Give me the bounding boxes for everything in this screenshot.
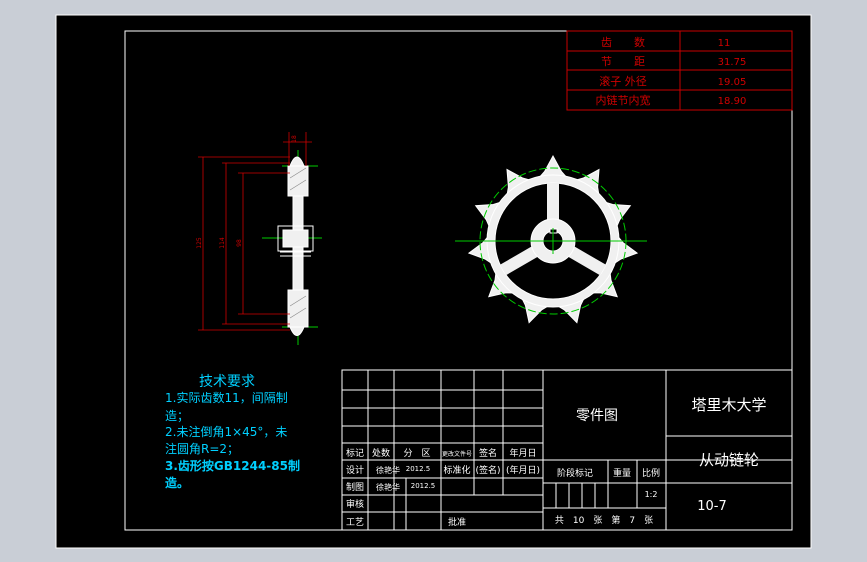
weight-label: 重量 (613, 467, 631, 479)
design-name: 徐艳华 (376, 465, 400, 475)
draw-date: 2012.5 (411, 482, 436, 490)
rev-col-count: 处数 (372, 447, 390, 459)
side-view-dimensions: 18 125 114 98 (196, 132, 312, 331)
part-drawing-label: 零件图 (576, 408, 618, 424)
note-1-line-1: 1.实际齿数11，间隔制 (165, 390, 288, 405)
note-3-line-1: 3.齿形按GB1244-85制 (165, 458, 300, 473)
rev-col-zone: 分 区 (403, 448, 430, 459)
note-3-line-2: 造。 (165, 475, 189, 490)
design-date: 2012.5 (406, 465, 431, 473)
standard-label: 标准化 (443, 464, 470, 476)
dimension-outer-diameter: 125 (196, 237, 203, 249)
param-label-teeth: 齿 数 (601, 36, 645, 49)
technical-notes: 技术要求 1.实际齿数11，间隔制 造； 2.未注倒角1×45°，未 注圆角R=… (165, 374, 300, 490)
param-value-teeth: 11 (718, 38, 731, 49)
parameter-table: 齿 数 11 节 距 31.75 滚子 外径 19.05 内链节内宽 18.90 (566, 30, 793, 111)
side-view (262, 150, 322, 345)
dimension-width: 18 (291, 135, 298, 143)
param-label-pitch: 节 距 (601, 55, 645, 68)
university-name: 塔里木大学 (691, 396, 766, 414)
scale-label: 比例 (642, 467, 660, 479)
note-2-line-1: 2.未注倒角1×45°，未 (165, 424, 287, 439)
note-2-line-2: 注圆角R=2； (165, 441, 239, 456)
notes-title: 技术要求 (199, 374, 255, 390)
scale-value: 1:2 (645, 490, 658, 499)
part-name: 从动链轮 (699, 451, 759, 469)
rev-col-date: 年月日 (509, 447, 536, 459)
stage-label: 阶段标记 (557, 467, 593, 479)
drawing-number: 10-7 (697, 499, 727, 514)
note-1-line-2: 造； (165, 409, 189, 423)
design-label: 设计 (346, 464, 364, 476)
dimension-pitch-diameter: 114 (219, 237, 226, 249)
rev-col-change-doc: 更改文件号 (442, 450, 472, 458)
param-value-inner-width: 18.90 (718, 96, 747, 107)
front-view (455, 154, 647, 324)
dimension-root-diameter: 98 (236, 239, 243, 247)
rev-col-sign: 签名 (479, 447, 497, 459)
draw-name: 徐艳华 (376, 482, 400, 492)
param-label-inner-width: 内链节内宽 (596, 93, 651, 107)
rev-col-mark: 标记 (346, 447, 364, 459)
param-value-pitch: 31.75 (718, 57, 747, 68)
title-block (341, 369, 793, 531)
draw-label: 制图 (346, 481, 364, 493)
process-label: 工艺 (346, 517, 364, 528)
param-label-roller: 滚子 外径 (599, 74, 647, 88)
param-value-roller: 19.05 (718, 77, 747, 88)
check-label: 审核 (346, 498, 364, 510)
sheet-count: 共 10 张 第 7 张 (555, 514, 653, 526)
approve-label: 批准 (448, 516, 466, 528)
drawing-sheet (55, 14, 812, 549)
title-block-text: 零件图 塔里木大学 从动链轮 10-7 标记 处数 分 区 更改文件号 签名 年… (346, 396, 767, 528)
standard-sign: (签名) (475, 464, 500, 476)
standard-date: (年月日) (506, 464, 540, 476)
